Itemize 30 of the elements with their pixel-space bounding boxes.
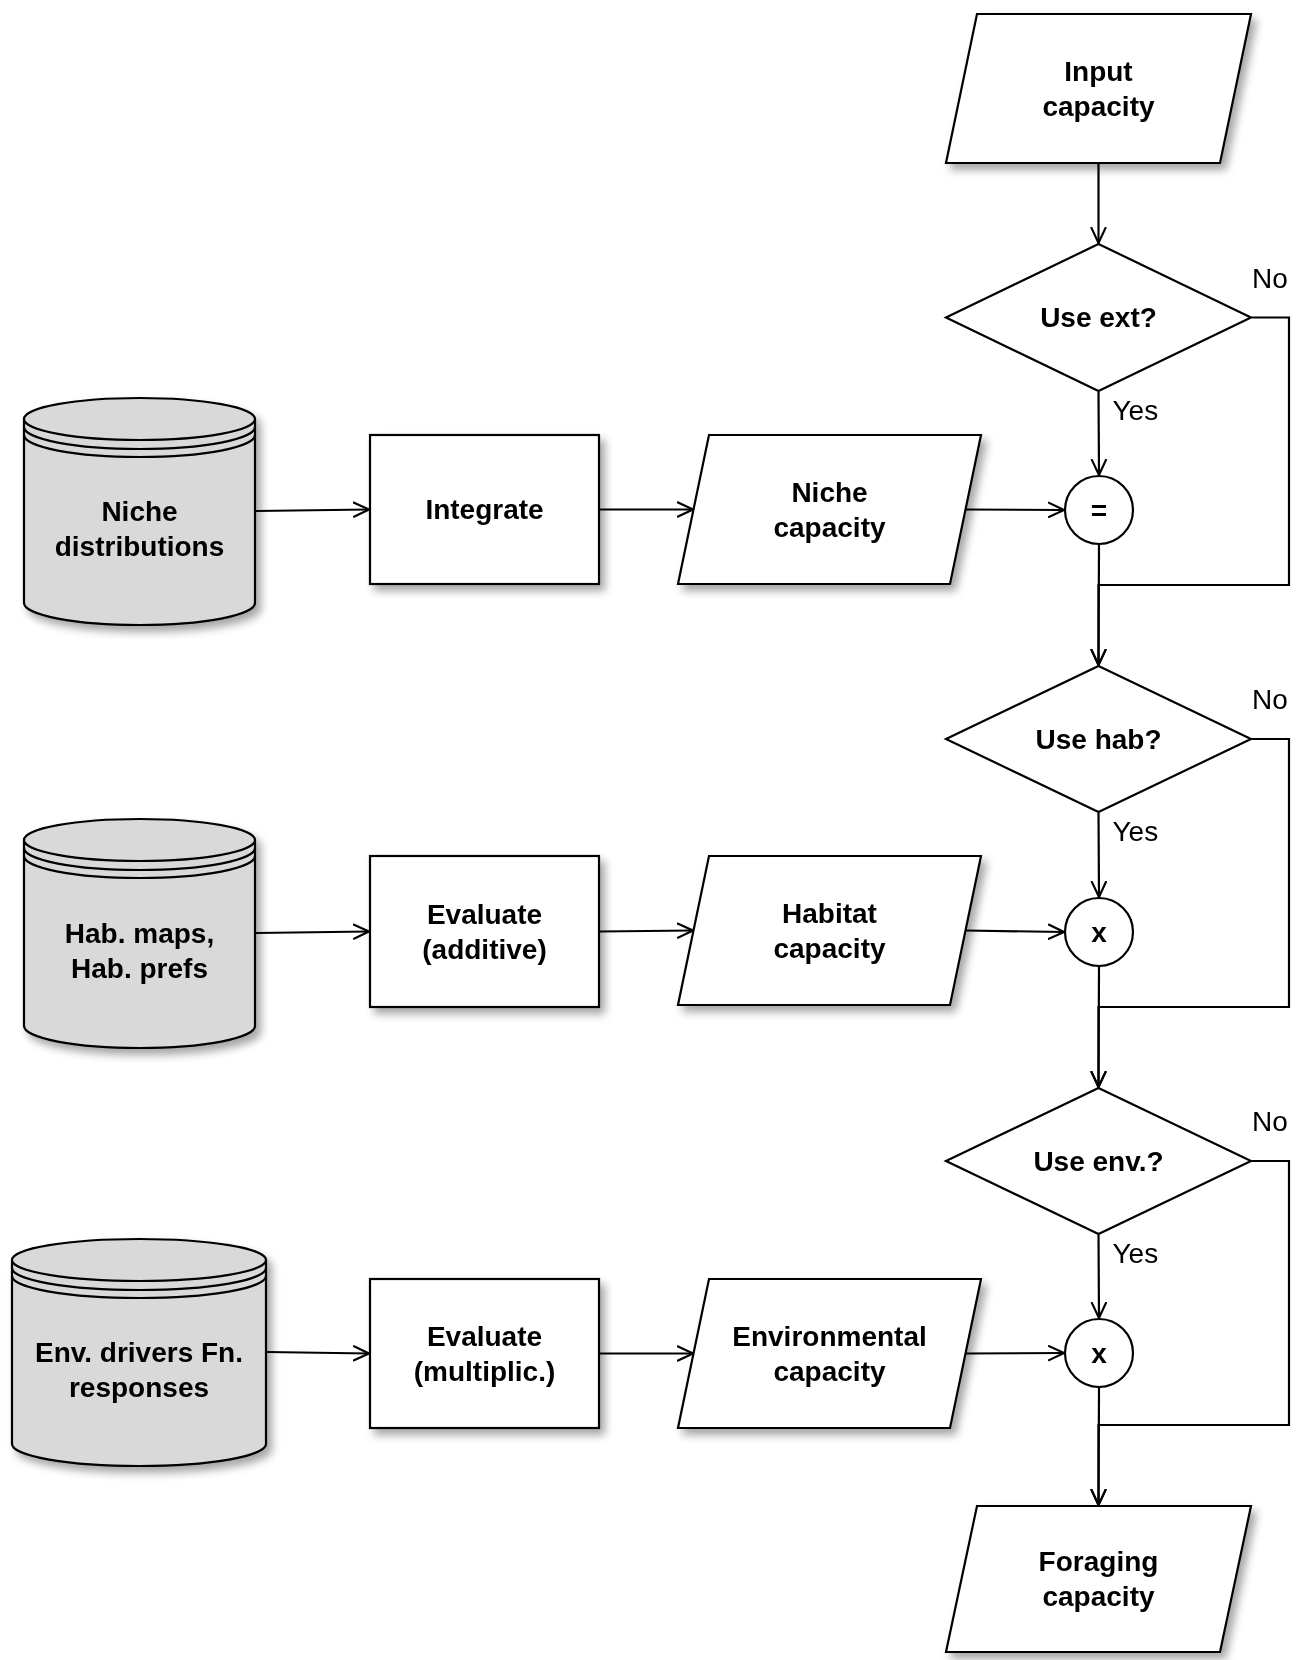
node-label: Niche capacity (772, 475, 887, 545)
node-label: Env. drivers Fn. responses (34, 1336, 244, 1405)
node-label: Use hab? (1035, 722, 1162, 757)
arrow (1090, 164, 1107, 245)
node-label: Use env.? (1033, 1144, 1164, 1179)
arrow (256, 501, 371, 519)
node-label: Hab. maps, Hab. prefs (63, 917, 216, 986)
arrow (1090, 1388, 1108, 1507)
node-label: Environmental capacity (731, 1319, 928, 1389)
node-label: x (1091, 915, 1107, 950)
arrow (966, 501, 1066, 519)
arrow (256, 923, 371, 941)
node-label: Input capacity (1041, 54, 1156, 124)
node-label: Integrate (424, 493, 545, 527)
arrow (1090, 813, 1108, 899)
arrow (1090, 392, 1108, 477)
arrow (966, 923, 1066, 941)
node-label: Niche distributions (53, 495, 226, 564)
node-label: x (1091, 1336, 1107, 1371)
node-label: Evaluate (additive) (421, 897, 548, 967)
arrow (1090, 967, 1108, 1089)
arrow (267, 1344, 371, 1362)
arrow (1090, 545, 1108, 667)
arrow (966, 1344, 1066, 1362)
node-label: Use ext? (1040, 301, 1157, 335)
node-label: Habitat capacity (772, 896, 887, 966)
node-label: Foraging capacity (1037, 1545, 1160, 1614)
node-label: Evaluate (multiplic.) (412, 1319, 557, 1389)
arrow (1090, 1235, 1108, 1320)
node-label: = (1090, 493, 1108, 528)
